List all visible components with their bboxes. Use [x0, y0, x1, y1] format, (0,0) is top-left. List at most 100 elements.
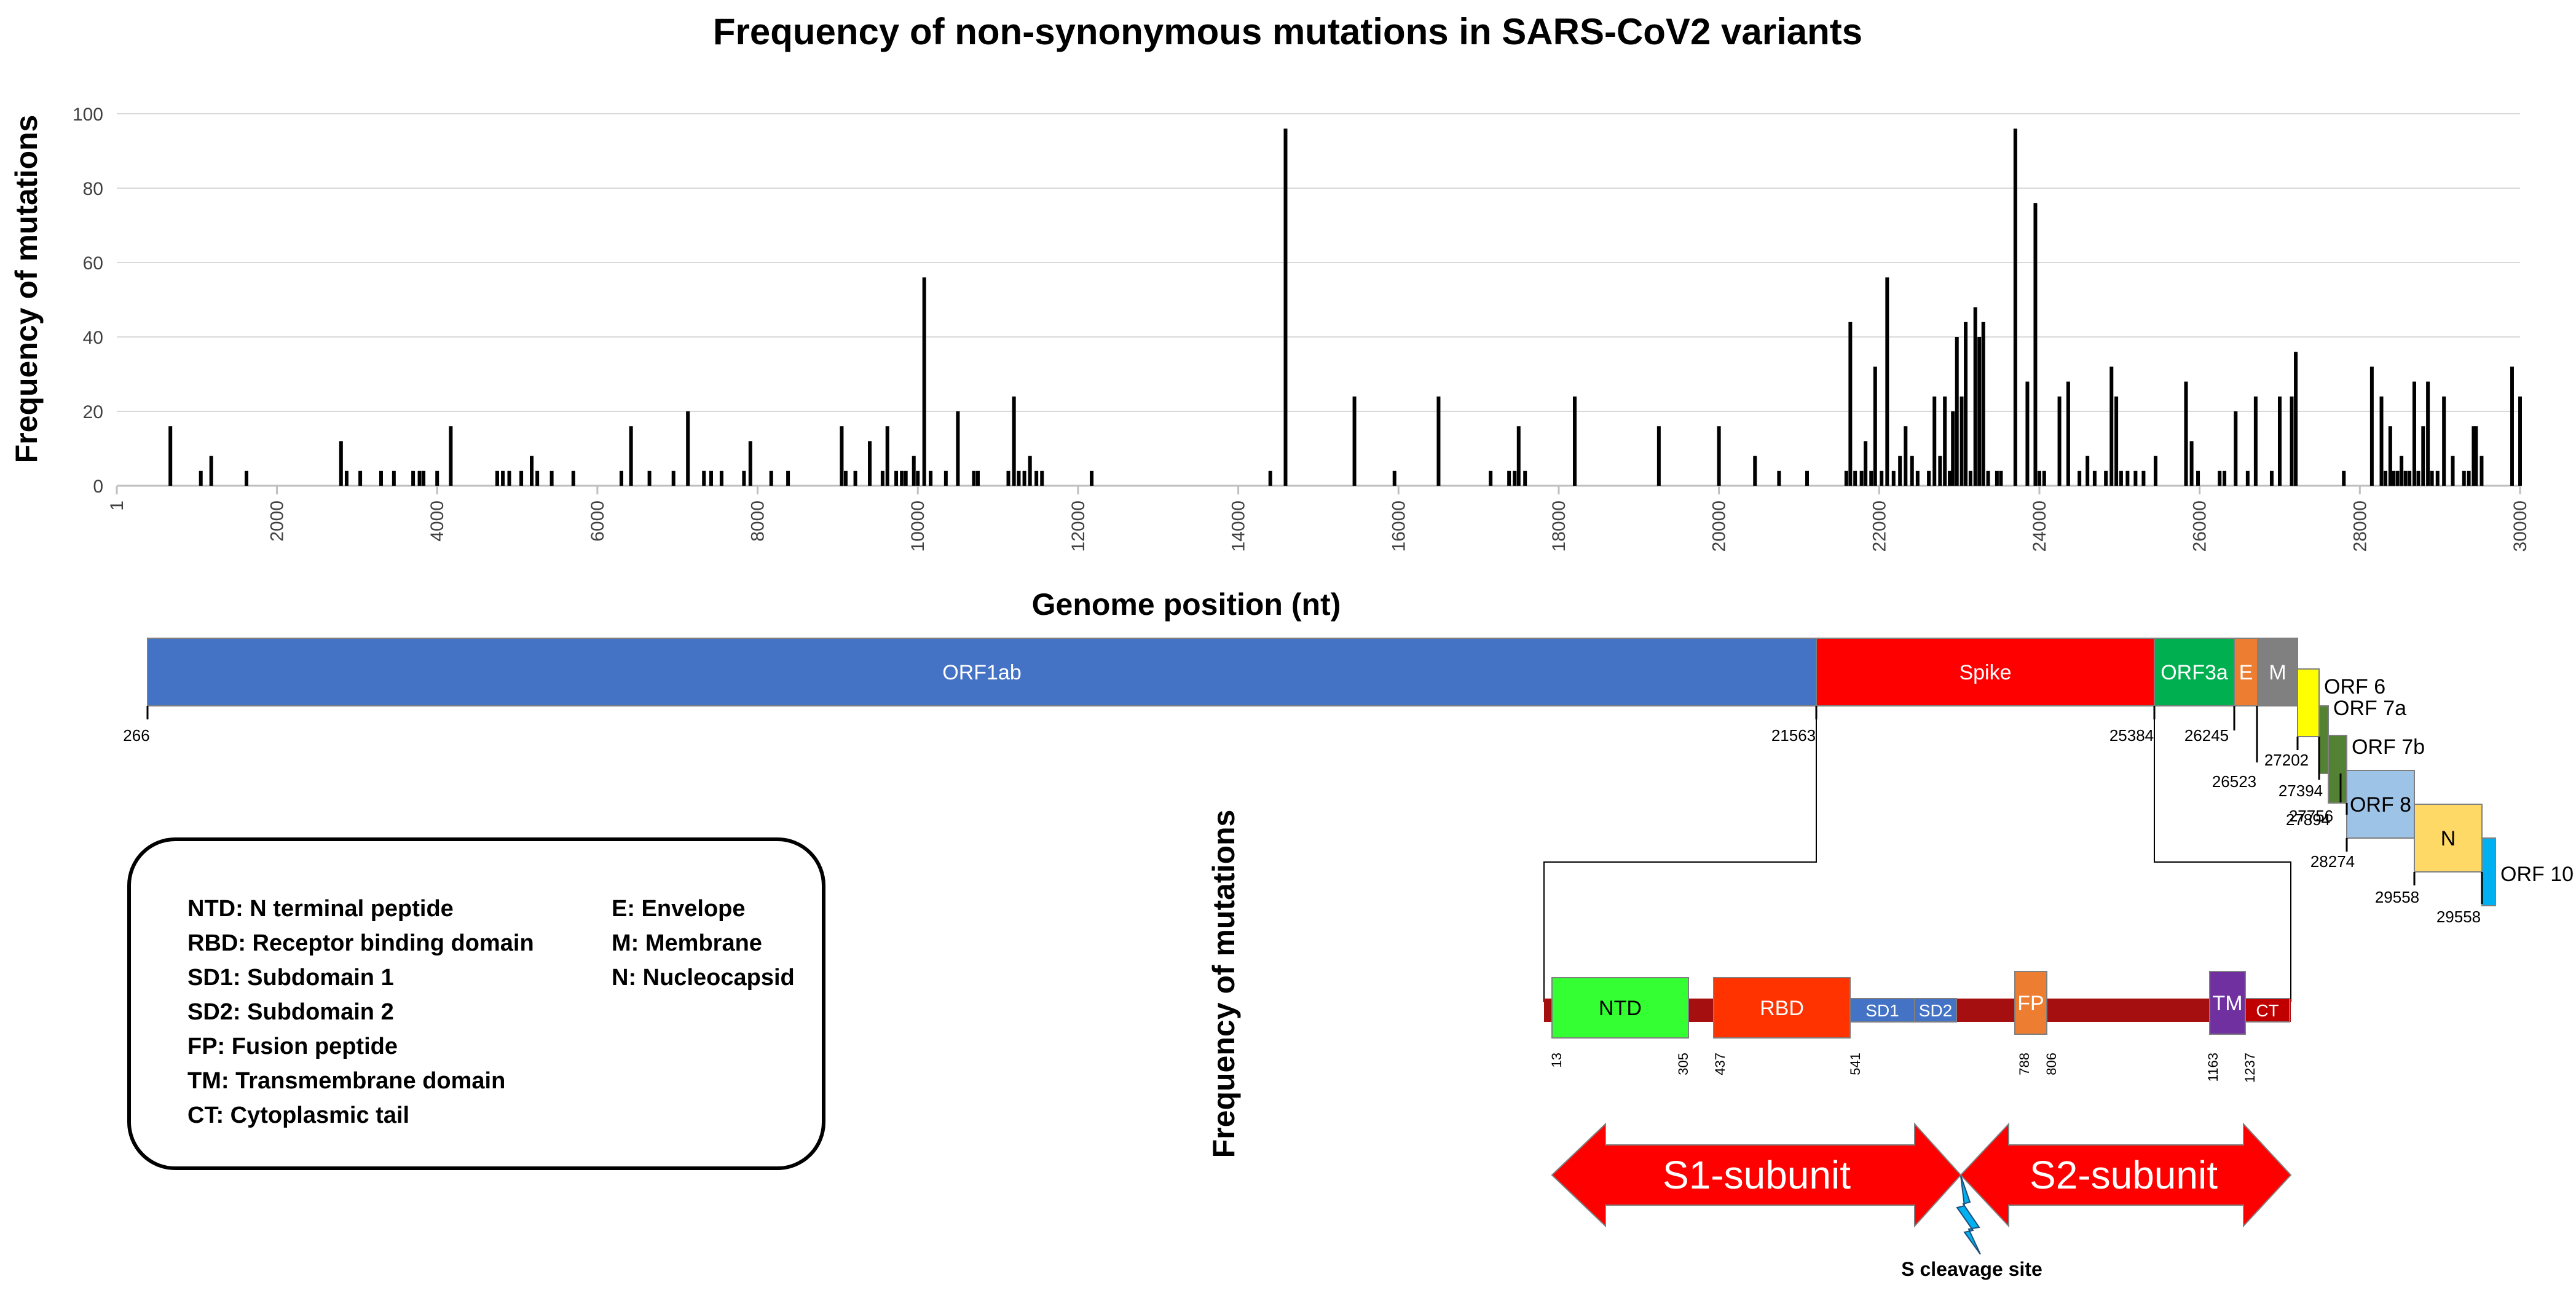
mutation-bar: [1777, 470, 1781, 486]
mutation-bar: [1268, 470, 1272, 486]
mutation-bar: [1753, 456, 1757, 486]
mutation-bar: [1656, 426, 1661, 486]
position-label: 25384: [2109, 726, 2154, 745]
mutation-bar: [1283, 129, 1288, 486]
x-tick-label: 1: [107, 501, 127, 511]
mutation-bar: [2342, 470, 2346, 486]
mutation-bar: [2294, 352, 2298, 486]
mutation-bar: [853, 470, 857, 486]
mutation-bar: [2435, 470, 2440, 486]
y-axis-label: Frequency of mutations: [9, 115, 44, 464]
mutation-bar: [719, 470, 723, 486]
domain-label: RBD: [1760, 997, 1804, 1020]
mutation-bar: [422, 470, 426, 486]
mutation-bar: [501, 470, 505, 486]
cleavage-site-icon: [1956, 1175, 1981, 1255]
mutation-bar: [2510, 366, 2514, 486]
mutation-bar: [1964, 322, 1968, 486]
gene-label: E: [2239, 661, 2253, 684]
x-tick-label: 12000: [1068, 501, 1089, 552]
mutation-bar: [1012, 396, 1016, 486]
mutation-bar: [2125, 470, 2130, 486]
mutation-bar: [549, 470, 554, 486]
chart-title: Frequency of non-synonymous mutations in…: [713, 11, 1862, 52]
mutation-bar: [900, 470, 904, 486]
mutation-bar: [1947, 470, 1952, 486]
mutation-bar: [647, 470, 652, 486]
zoom-connector: [2154, 706, 2291, 1002]
mutation-bar: [2092, 470, 2097, 486]
mutation-bar: [1995, 470, 1999, 486]
x-axis-label: Genome position (nt): [1032, 587, 1341, 622]
subunit-arrow: [1960, 1122, 2292, 1228]
position-label: 26245: [2184, 726, 2229, 745]
domain-label: SD1: [1865, 1001, 1899, 1020]
x-tick-label: 20000: [1709, 501, 1730, 552]
mutation-bar: [2057, 396, 2062, 486]
mutation-bar: [535, 470, 540, 486]
spike-side-label: Frequency of mutations: [1207, 810, 1241, 1158]
position-label: 27756: [2289, 807, 2333, 825]
mutation-bar: [1844, 470, 1848, 486]
mutation-bar: [1516, 426, 1521, 486]
mutation-bar: [1927, 470, 1931, 486]
mutation-bar: [1090, 470, 1094, 486]
x-tick-label: 14000: [1229, 501, 1249, 552]
domain-label: NTD: [1599, 997, 1642, 1020]
gene-block: [2414, 804, 2483, 873]
mutation-bar: [1864, 441, 1868, 486]
mutation-bar: [2223, 470, 2227, 486]
cleavage-label: S cleavage site: [1901, 1258, 2042, 1280]
x-tick-label: 26000: [2190, 501, 2210, 552]
mutation-bar: [1960, 396, 1964, 486]
mutation-bar: [1951, 411, 1955, 486]
mutation-bar: [619, 470, 623, 486]
mutation-bar: [1436, 396, 1441, 486]
mutation-bar: [1898, 456, 1902, 486]
legend-entry: SD2: Subdomain 2: [187, 999, 394, 1025]
mutation-bar: [417, 470, 422, 486]
mutation-bar: [1017, 470, 1021, 486]
gene-label: ORF 6: [2324, 675, 2385, 698]
mutation-bar: [1507, 470, 1511, 486]
mutation-bar: [868, 441, 872, 486]
zoom-connector: [1543, 706, 1817, 1002]
mutation-bar: [1968, 470, 1972, 486]
subunit-label: S2-subunit: [2030, 1153, 2218, 1197]
legend-entry: M: Membrane: [612, 930, 762, 956]
mutation-bar: [1885, 277, 1889, 486]
gene-block: [2318, 705, 2329, 774]
mutation-bar: [2086, 456, 2090, 486]
gene-label: ORF1ab: [942, 661, 1022, 684]
mutation-bar: [1943, 396, 1947, 486]
gene-block: [2257, 638, 2298, 706]
y-tick-label: 0: [93, 477, 103, 497]
mutation-bar: [2245, 470, 2250, 486]
mutation-bar: [392, 470, 396, 486]
y-tick-label: 80: [83, 179, 103, 199]
mutation-bar: [1717, 426, 1721, 486]
domain-block: [2245, 998, 2290, 1023]
domain-block: [1849, 998, 1915, 1023]
mutation-bar: [1489, 470, 1493, 486]
domain-label: SD2: [1919, 1001, 1952, 1020]
domain-position: 806: [2044, 1053, 2059, 1075]
mutation-bar: [1352, 396, 1357, 486]
mutation-bar: [1955, 337, 1959, 486]
mutation-bar: [1986, 470, 1990, 486]
gene-label: Spike: [1959, 661, 2011, 684]
mutation-bar: [786, 470, 790, 486]
mutation-bar: [344, 470, 349, 486]
mutation-bar: [1891, 470, 1896, 486]
x-tick-label: 24000: [2030, 501, 2050, 552]
position-label: 27394: [2279, 782, 2323, 800]
position-label: 28274: [2310, 852, 2355, 871]
domain-label: FP: [2017, 992, 2044, 1015]
mutation-bar: [1392, 470, 1396, 486]
mutation-bar: [912, 456, 916, 486]
mutation-bar: [1938, 456, 1942, 486]
